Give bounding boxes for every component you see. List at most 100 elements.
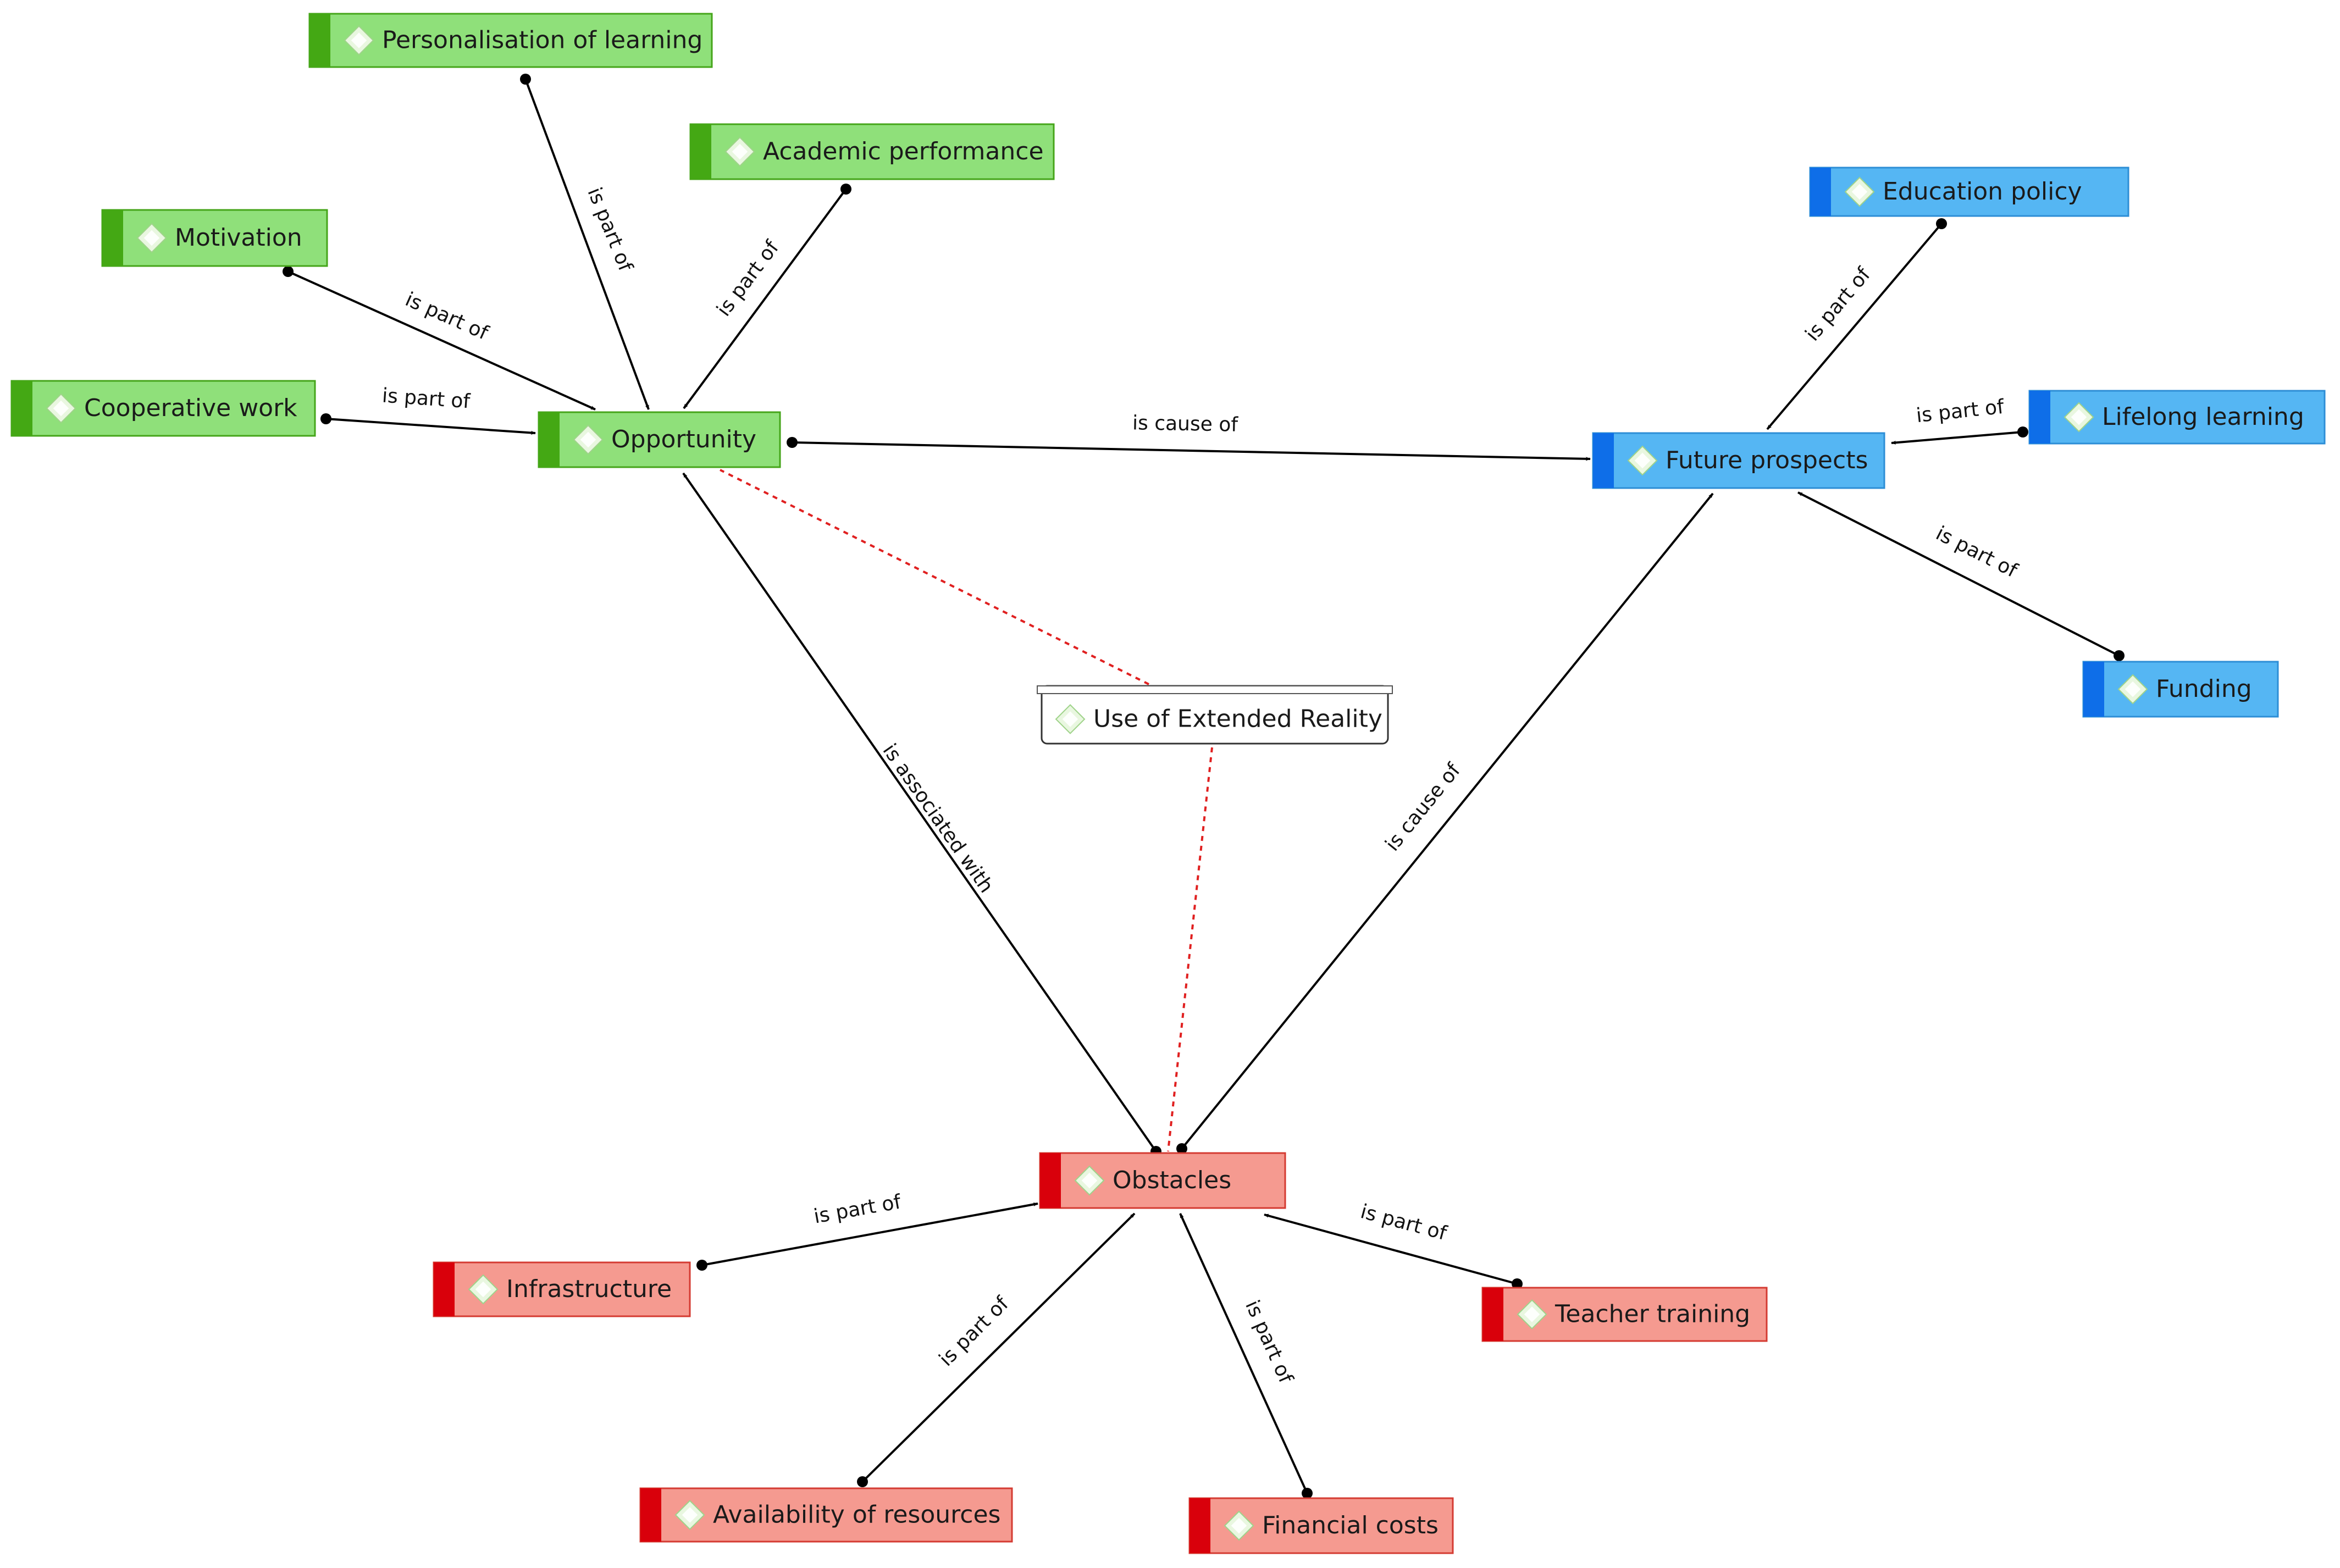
node-stripe — [1040, 1153, 1061, 1208]
edge-label: is associated with — [878, 740, 997, 897]
code-diamond-inner — [1081, 1172, 1098, 1189]
edge-line — [701, 1202, 1038, 1266]
edge-education-future[interactable]: is part of — [1766, 218, 1947, 430]
node-motivation[interactable]: Motivation — [101, 209, 328, 267]
edge-source-dot — [696, 1260, 707, 1271]
edge-obstacles-opportunity[interactable]: is associated with — [682, 472, 1161, 1157]
edge-line — [524, 79, 650, 410]
edge-infrastructure-obstacles[interactable]: is part of — [696, 1190, 1038, 1271]
node-funding[interactable]: Funding — [2082, 661, 2279, 718]
node-opportunity[interactable]: Opportunity — [538, 411, 781, 468]
links-layer — [720, 469, 1213, 1152]
edge-source-dot — [520, 74, 531, 85]
node-header-bar — [1037, 685, 1393, 694]
node-stripe — [690, 124, 711, 179]
edge-teacher-obstacles[interactable]: is part of — [1264, 1200, 1523, 1289]
node-label: Education policy — [1883, 178, 2082, 206]
edge-label: is part of — [812, 1190, 903, 1228]
edge-line — [1797, 491, 2120, 657]
node-lifelong[interactable]: Lifelong learning — [2028, 390, 2326, 445]
edge-label: is part of — [712, 236, 784, 321]
node-availability[interactable]: Availability of resources — [639, 1487, 1013, 1543]
edge-label: is part of — [402, 288, 492, 345]
node-stripe — [1810, 168, 1831, 216]
edge-line — [682, 472, 1157, 1153]
edge-line — [1766, 223, 1943, 430]
node-stripe — [2029, 391, 2050, 444]
edge-line — [861, 1212, 1136, 1483]
edge-line — [287, 270, 596, 411]
node-stripe — [102, 210, 123, 266]
node-stripe — [2083, 662, 2104, 717]
node-teacher[interactable]: Teacher training — [1481, 1287, 1768, 1342]
code-diamond-inner — [1634, 452, 1651, 469]
edge-label: is part of — [1801, 263, 1876, 345]
edge-source-dot — [2114, 650, 2125, 661]
edge-funding-future[interactable]: is part of — [1797, 491, 2125, 661]
edge-label: is part of — [1932, 522, 2022, 583]
edge-line — [792, 441, 1591, 461]
dotted-link-xr-opportunity — [720, 469, 1149, 685]
edge-source-dot — [2017, 426, 2028, 437]
edge-availability-obstacles[interactable]: is part of — [857, 1212, 1136, 1487]
code-diamond-inner — [2071, 409, 2087, 425]
edge-lifelong-future[interactable]: is part of — [1891, 396, 2028, 445]
code-diamond-inner — [682, 1507, 698, 1523]
node-stripe — [1190, 1498, 1210, 1553]
edge-source-dot — [320, 413, 331, 424]
node-obstacles[interactable]: Obstacles — [1039, 1152, 1286, 1209]
node-xr[interactable]: Use of Extended Reality — [1037, 685, 1393, 745]
code-diamond-inner — [580, 431, 596, 448]
edge-label: is cause of — [1381, 759, 1465, 856]
edge-source-dot — [1302, 1488, 1313, 1499]
code-diamond-inner — [351, 32, 367, 48]
edge-line — [1264, 1214, 1518, 1285]
node-label: Cooperative work — [84, 394, 297, 422]
edge-line — [683, 188, 847, 409]
edge-cooperative-opportunity[interactable]: is part of — [320, 384, 536, 435]
edge-source-dot — [1176, 1143, 1187, 1154]
node-personalisation[interactable]: Personalisation of learning — [308, 13, 713, 68]
edge-personalisation-opportunity[interactable]: is part of — [520, 74, 650, 410]
edge-academic-opportunity[interactable]: is part of — [683, 184, 851, 409]
edge-source-dot — [857, 1476, 868, 1487]
node-stripe — [1593, 433, 1614, 488]
node-label: Funding — [2156, 675, 2252, 703]
edge-financial-obstacles[interactable]: is part of — [1179, 1213, 1313, 1499]
code-diamond-inner — [1231, 1517, 1247, 1534]
node-label: Financial costs — [1262, 1511, 1439, 1539]
edge-opportunity-future[interactable]: is cause of — [787, 412, 1591, 461]
node-future[interactable]: Future prospects — [1592, 432, 1885, 489]
edge-line — [325, 418, 536, 435]
node-stripe — [12, 381, 32, 436]
node-education[interactable]: Education policy — [1809, 167, 2129, 217]
edge-label: is part of — [583, 185, 637, 275]
node-cooperative[interactable]: Cooperative work — [10, 380, 316, 437]
edge-line — [1891, 431, 2023, 445]
node-financial[interactable]: Financial costs — [1188, 1497, 1454, 1554]
edge-source-dot — [787, 437, 798, 448]
code-diamond-inner — [475, 1281, 491, 1298]
edge-line — [1181, 492, 1714, 1150]
edge-source-dot — [840, 184, 851, 195]
node-label: Teacher training — [1555, 1300, 1750, 1328]
node-stripe — [434, 1262, 455, 1316]
edge-label: is part of — [381, 384, 472, 413]
node-infrastructure[interactable]: Infrastructure — [433, 1261, 691, 1317]
code-diamond-inner — [1851, 184, 1868, 200]
edge-label: is part of — [1915, 396, 2006, 428]
edge-source-dot — [1512, 1278, 1523, 1289]
edge-obstacles-future[interactable]: is cause of — [1176, 492, 1714, 1154]
edge-source-dot — [283, 266, 294, 277]
node-label: Academic performance — [763, 137, 1044, 165]
code-diamond-inner — [732, 143, 748, 160]
code-diamond-inner — [1062, 711, 1078, 727]
edge-line — [1179, 1213, 1308, 1494]
edge-label: is part of — [935, 1292, 1014, 1371]
edge-label: is cause of — [1132, 412, 1239, 436]
node-stripe — [640, 1488, 661, 1542]
node-academic[interactable]: Academic performance — [689, 123, 1055, 180]
node-box — [308, 13, 713, 68]
